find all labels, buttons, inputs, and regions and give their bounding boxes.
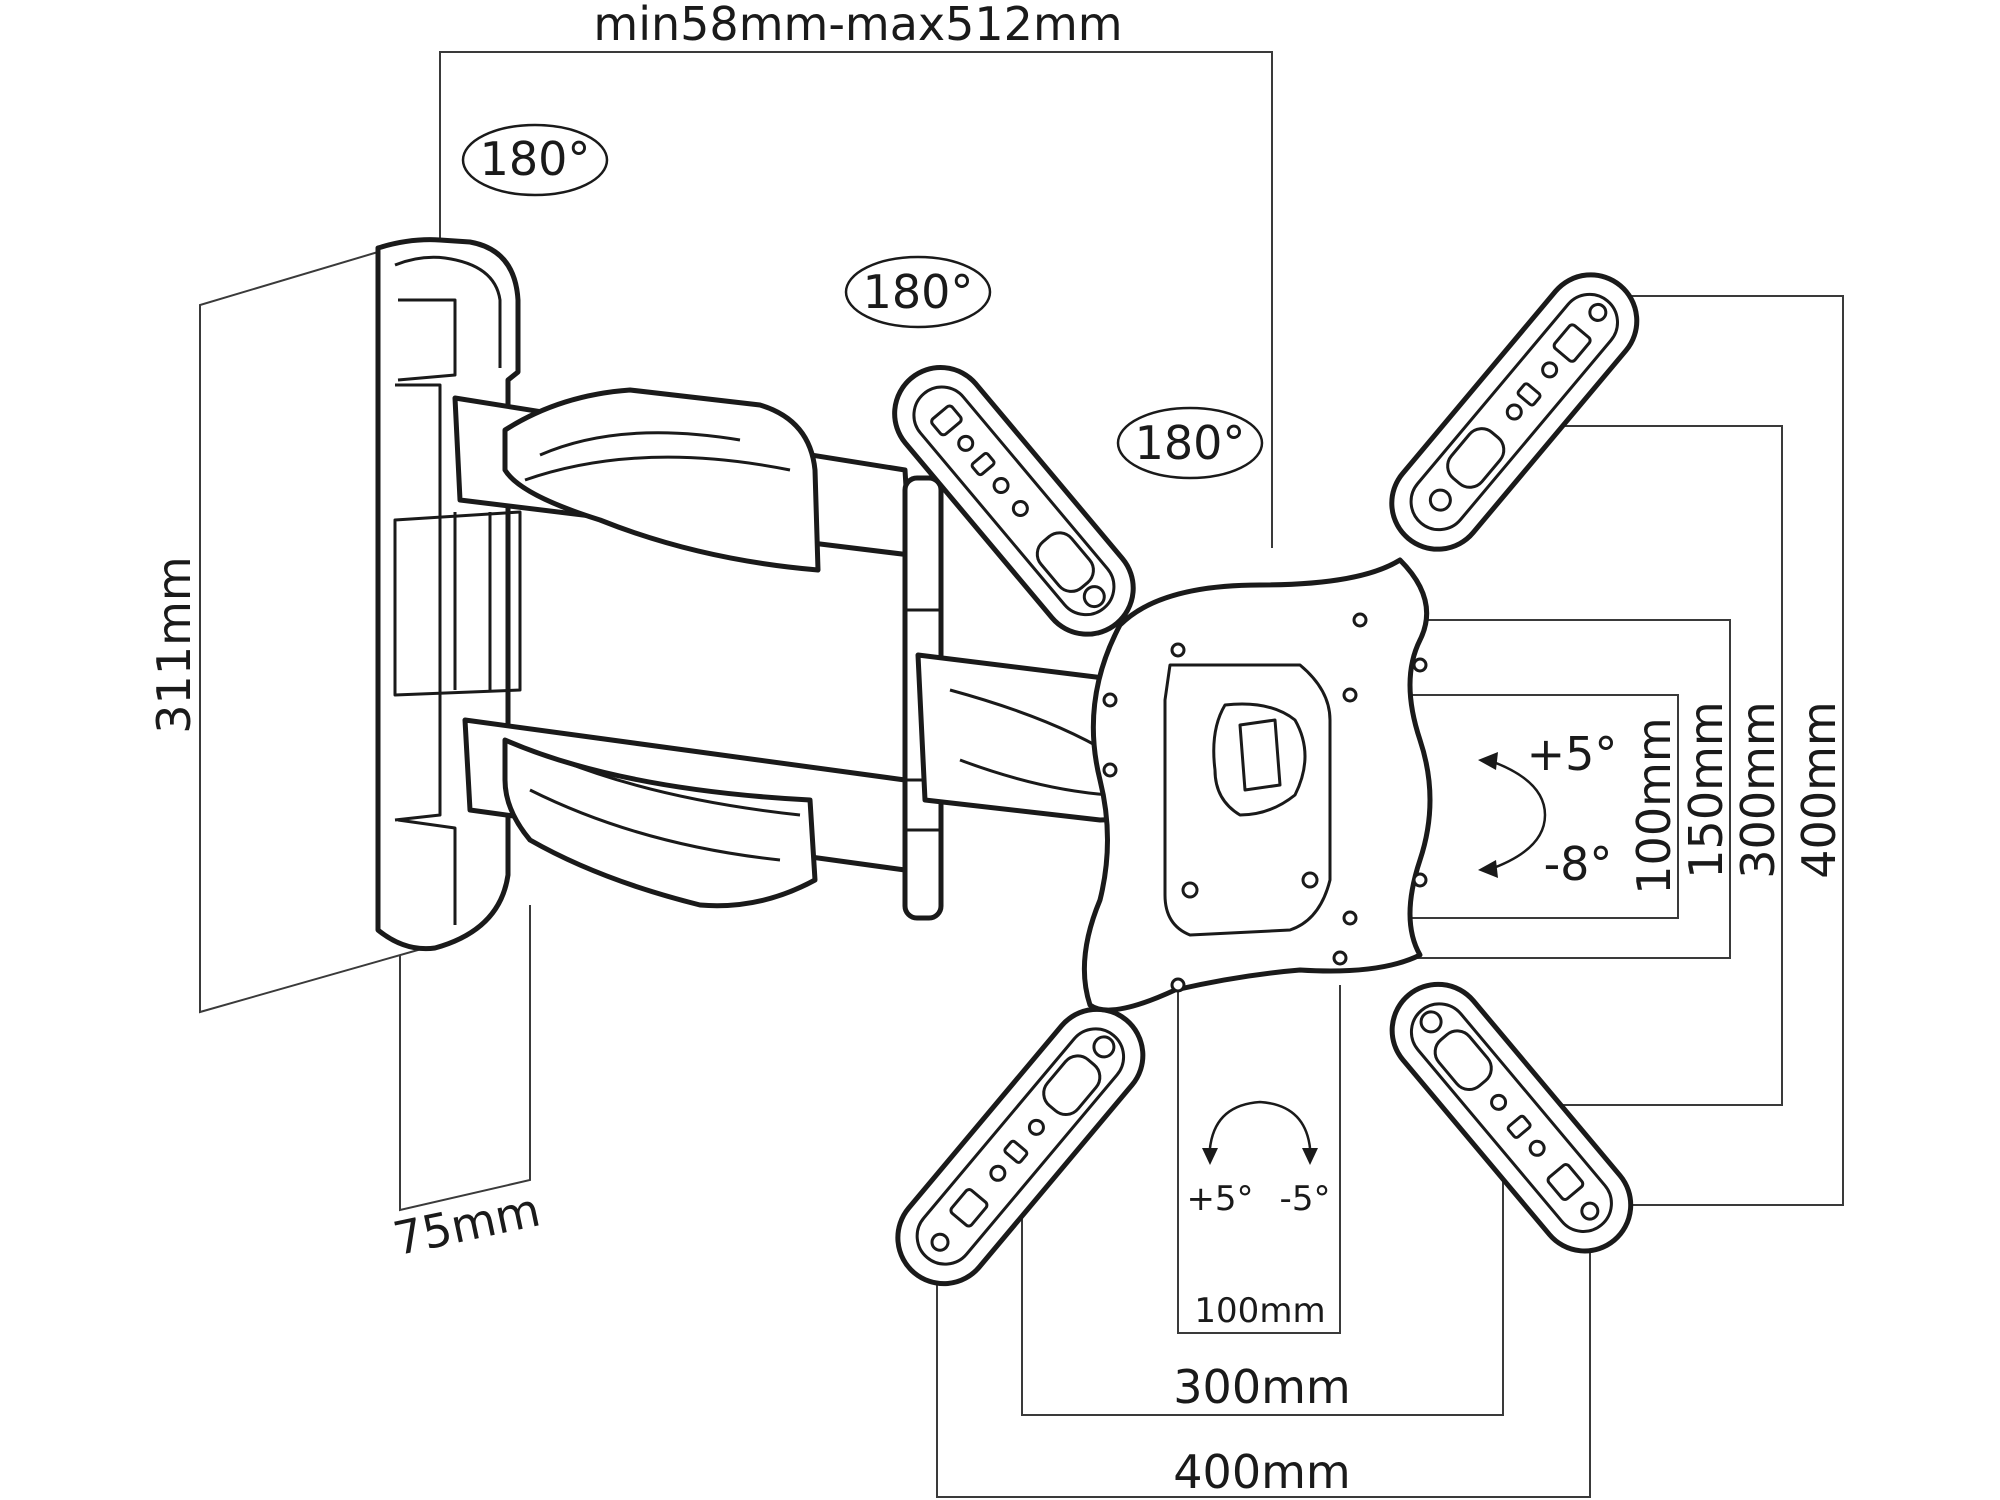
height-dimension-line	[199, 251, 426, 1014]
extension-dimension-line	[439, 51, 1273, 548]
v100-dimension-line	[1345, 694, 1679, 919]
extension-label: min58mm-max512mm	[593, 0, 1122, 51]
rotate-right-label: -5°	[1280, 1179, 1331, 1219]
labels: min58mm-max512mm 180° 180° 180° 311mm 75…	[147, 0, 1846, 1499]
vesa-center-plate	[1081, 557, 1433, 1013]
swivel-indicators	[461, 123, 1264, 480]
v400-dimension-line	[1590, 295, 1844, 1206]
dimension-lines	[199, 51, 1844, 1498]
h300-dimension-line	[1021, 1160, 1504, 1416]
h100-label: 100mm	[1194, 1291, 1325, 1331]
v100-label: 100mm	[1627, 717, 1681, 894]
swivel-ellipse-2	[844, 255, 992, 329]
swivel-label-3: 180°	[1135, 416, 1246, 470]
vesa-arm-bottom-right	[1389, 981, 1634, 1254]
rotate-left-label: +5°	[1186, 1179, 1253, 1219]
vesa-arms	[892, 272, 1640, 1287]
height-label: 311mm	[147, 556, 201, 733]
h300-label: 300mm	[1173, 1360, 1350, 1414]
h400-dimension-line	[936, 1235, 1591, 1498]
v300-dimension-line	[1500, 425, 1783, 1106]
swivel-ellipse-1	[461, 123, 609, 197]
rotate-arrow-icon	[1202, 1100, 1318, 1165]
v150-label: 150mm	[1679, 701, 1733, 878]
swivel-label-2: 180°	[863, 265, 974, 319]
swivel-label-1: 180°	[480, 132, 591, 186]
tilt-arrow-icon	[1478, 752, 1547, 878]
wall-plate	[375, 237, 522, 952]
tilt-down-label: -8°	[1544, 837, 1613, 891]
v300-label: 300mm	[1731, 701, 1785, 878]
depth-dimension-line	[399, 905, 531, 1212]
vesa-arm-top-right	[1389, 272, 1640, 552]
tilt-up-label: +5°	[1527, 727, 1618, 781]
upper-arm	[452, 387, 913, 573]
v150-dimension-line	[1360, 619, 1731, 959]
swivel-ellipse-3	[1116, 406, 1264, 480]
h100-dimension-line	[1177, 985, 1341, 1334]
lower-arm	[462, 717, 908, 909]
vesa-arm-bottom-left	[895, 1006, 1146, 1287]
vesa-arm-top-left	[892, 365, 1136, 637]
v400-label: 400mm	[1792, 701, 1846, 878]
h400-label: 400mm	[1173, 1445, 1350, 1499]
